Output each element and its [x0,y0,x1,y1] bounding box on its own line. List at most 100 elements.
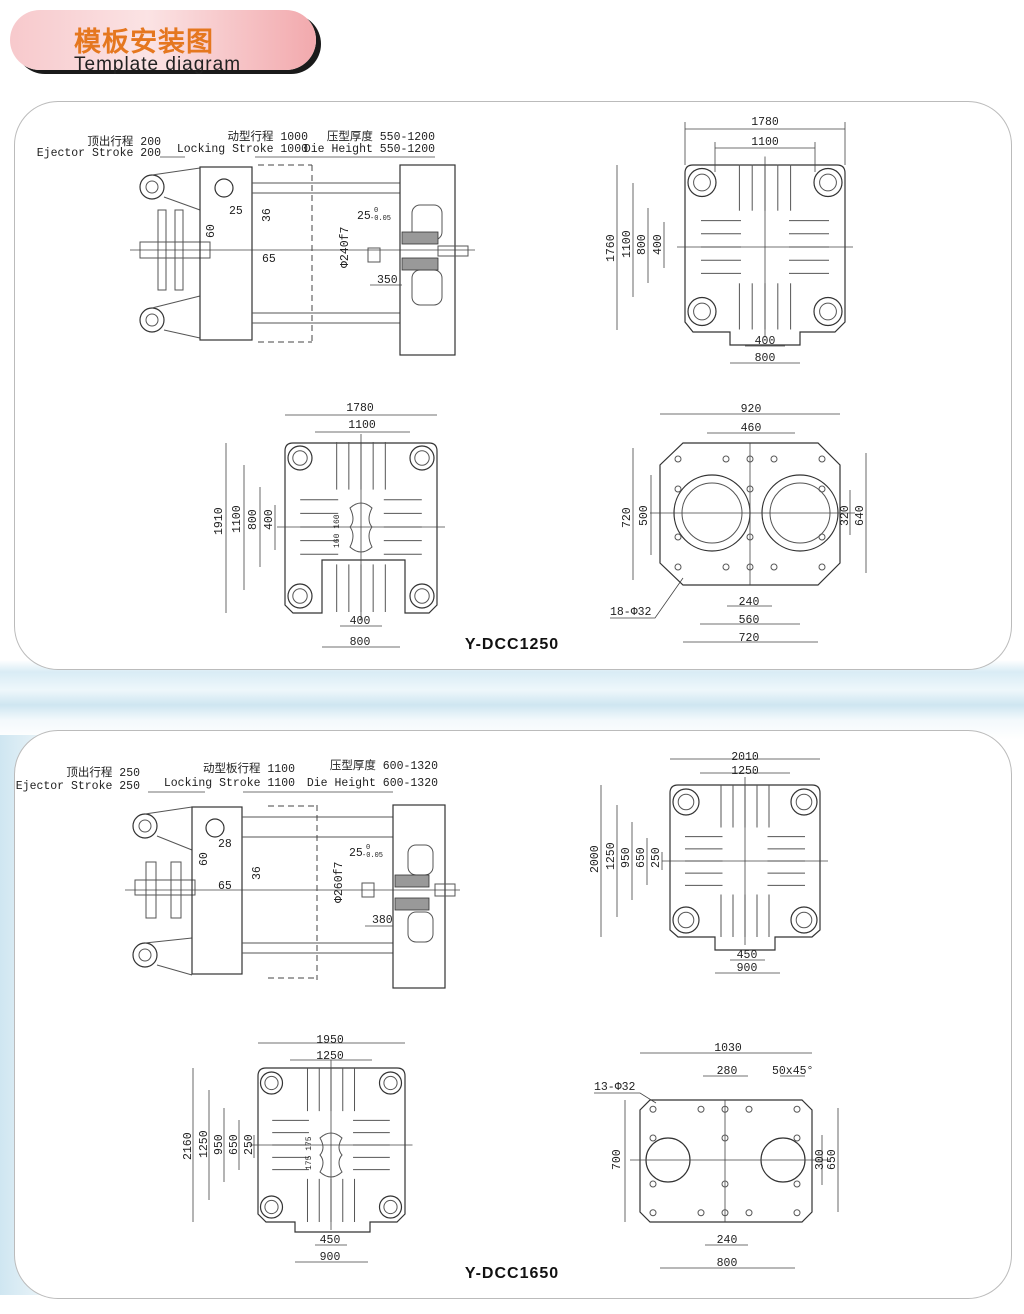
bore-dim: Φ240f7 [339,227,352,268]
dim-height-4: 650 [635,847,648,868]
dim-height-1: 2160 [182,1132,195,1160]
dim-width-outer: 1780 [346,402,374,415]
dim-height-3: 950 [213,1134,226,1155]
bolt-hole [697,1209,705,1217]
bolt-hole [793,1209,801,1217]
bolt-holes [649,1105,801,1217]
dim-25: 25 [229,205,243,218]
locking-stroke-en: Locking Stroke 1100 [164,777,295,790]
tie-bar-hole [687,167,717,198]
platen-features [249,1060,413,1230]
dim-height-1: 1910 [213,507,226,535]
bolt-hole [674,563,682,571]
bolt-hole [818,455,826,463]
moving-platen-1250: 1950 1780 1100 1910 1100 800 400 160 160… [213,402,558,653]
tie-bar-hole-inner [414,450,430,466]
bolt-hole [745,1209,753,1217]
tie-bar-hole [378,1195,403,1219]
tie-bar-hole-inner [819,173,837,192]
tie-bar-hole [287,583,313,609]
locking-stroke-en: Locking Stroke 1000 [177,143,308,156]
dim-height-3: 800 [636,234,649,255]
bolt-hole [697,1105,705,1113]
tie-bar-hole-inner [677,911,695,929]
dim-height-2: 500 [638,505,651,526]
die-height-cn: 压型厚度 550-1200 [327,129,435,144]
fixed-platen-1650: 2010 1250 2000 1250 950 650 250 450 900 [589,751,828,975]
tie-bar-hole [813,167,843,198]
panel-y-dcc1250 [14,101,1012,670]
dim-36: 36 [251,866,264,880]
dim-width-outer: 2010 [731,751,759,764]
dim-height-5: 250 [650,847,663,868]
dim-width-outer: 1950 [316,1034,344,1047]
bolt-hole [722,455,730,463]
bore-dim: Φ260f7 [333,862,346,903]
bolt-hole [770,455,778,463]
bolt-hole [818,533,826,541]
bolt-hole [793,1134,801,1142]
bolt-hole [746,485,754,493]
tie-bar-hole-inner [693,302,711,321]
side-view-1650: 顶出行程 250 Ejector Stroke 250 动型板行程 1100 L… [16,758,460,989]
tie-bar-hole-inner [264,1075,279,1091]
ejector-stroke-en: Ejector Stroke 250 [16,780,140,793]
tie-bar-hole-inner [292,450,308,466]
dim-bottom-1: 240 [717,1234,738,1247]
tie-bar-hole-inner [795,793,813,811]
dim-height-1: 2000 [589,845,602,873]
tie-bar-hole-inner [677,793,695,811]
title-en: Template diagram [74,54,242,75]
tie-bar-hole [790,788,818,816]
bolt-hole [721,1180,729,1188]
dim-width-inner: 1250 [731,765,759,778]
locking-stroke-cn: 动型行程 1000 [227,129,308,144]
tol-base: 25 [349,847,363,860]
chamfer-callout: 50x45° [772,1065,813,1078]
tie-bar-hole [259,1071,284,1095]
dim-width-inner: 1250 [316,1050,344,1063]
dim-36: 36 [261,208,274,222]
dim-height-2: 1250 [605,842,618,870]
hole-callout: 13-Φ32 [594,1081,636,1094]
dim-height-2: 1100 [231,505,244,533]
dim-bottom-2: 560 [739,614,760,627]
bolt-hole [649,1209,657,1217]
tol-upper: 0 [374,207,378,215]
dim-slot: 160 160 [333,514,342,548]
platen-features [662,777,828,945]
tol-base: 25 [357,210,371,223]
dim-height-2: 1250 [198,1130,211,1158]
hole-callout: 18-Φ32 [610,606,652,619]
tie-bar-hole-inner [264,1199,279,1215]
bolt-hole [649,1105,657,1113]
tie-bar-hole-inner [292,588,308,604]
bolt-hole [674,455,682,463]
dim-350: 350 [377,274,398,287]
model-name: Y-DCC1650 [465,1265,559,1282]
dim-right-1: 300 [814,1149,827,1170]
bolt-hole [793,1105,801,1113]
dim-width-outer: 1780 [751,116,779,129]
dim-bottom-2: 900 [320,1251,341,1264]
bolt-hole [745,1105,753,1113]
tie-bar-hole-inner [819,302,837,321]
die-height-cn: 压型厚度 600-1320 [330,758,438,773]
dim-right-1: 320 [839,505,852,526]
dim-width-inner: 1100 [751,136,779,149]
dim-width-inner: 460 [741,422,762,435]
bolt-hole [722,563,730,571]
dim-height-3: 800 [247,509,260,530]
dim-bottom-1: 450 [737,949,758,962]
bolt-hole [674,485,682,493]
bolt-hole [818,485,826,493]
ejector-stroke-cn: 顶出行程 200 [87,134,161,149]
dim-slot: 175 175 [305,1136,314,1170]
tie-bar-hole [672,906,700,934]
dim-bottom-1: 400 [350,615,371,628]
dim-28: 28 [218,838,232,851]
dim-height-4: 650 [228,1134,241,1155]
dim-width-outer: 1030 [714,1042,742,1055]
panel-y-dcc1650 [14,730,1012,1299]
ejector-plate-1650: 1030 280 50x45° 13-Φ32 700 300 650 240 8… [594,1042,839,1270]
